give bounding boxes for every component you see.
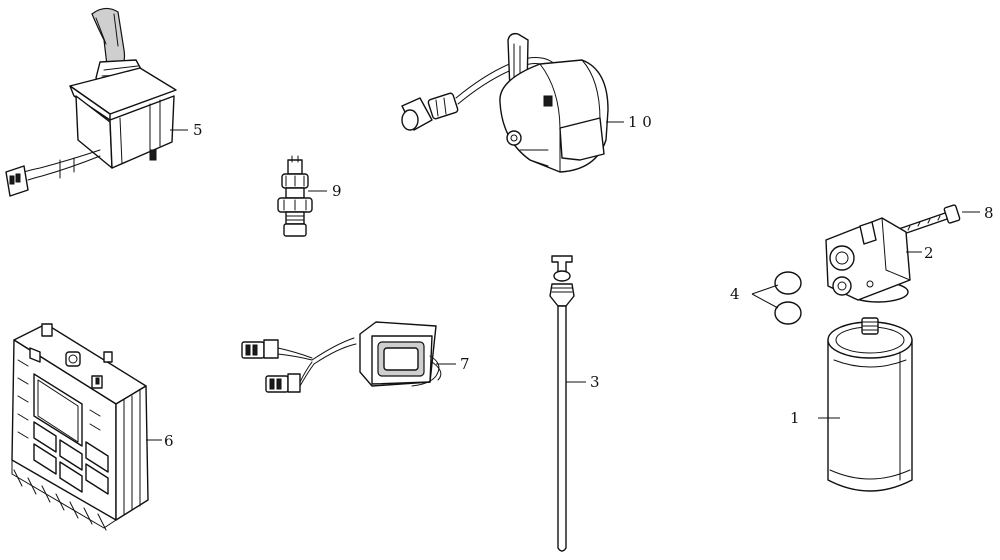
callout-6: 6 [164, 432, 174, 450]
callout-10: 1 0 [628, 113, 652, 131]
callout-7: 7 [460, 355, 470, 373]
o-rings-part [774, 271, 802, 325]
callout-2: 2 [924, 244, 934, 262]
dipstick-part [549, 255, 575, 552]
switch-part [401, 32, 609, 173]
filter-cartridge-part [827, 317, 913, 492]
callout-4: 4 [730, 285, 740, 303]
callout-3: 3 [590, 373, 600, 391]
callout-8: 8 [984, 204, 994, 222]
filter-head-part [825, 217, 911, 303]
sensor-part [277, 155, 313, 237]
relay-part [241, 321, 442, 393]
control-unit-part [11, 323, 149, 531]
joystick-part [5, 7, 177, 197]
callout-5: 5 [193, 121, 203, 139]
callout-1: 1 [790, 409, 800, 427]
callout-9: 9 [332, 182, 342, 200]
